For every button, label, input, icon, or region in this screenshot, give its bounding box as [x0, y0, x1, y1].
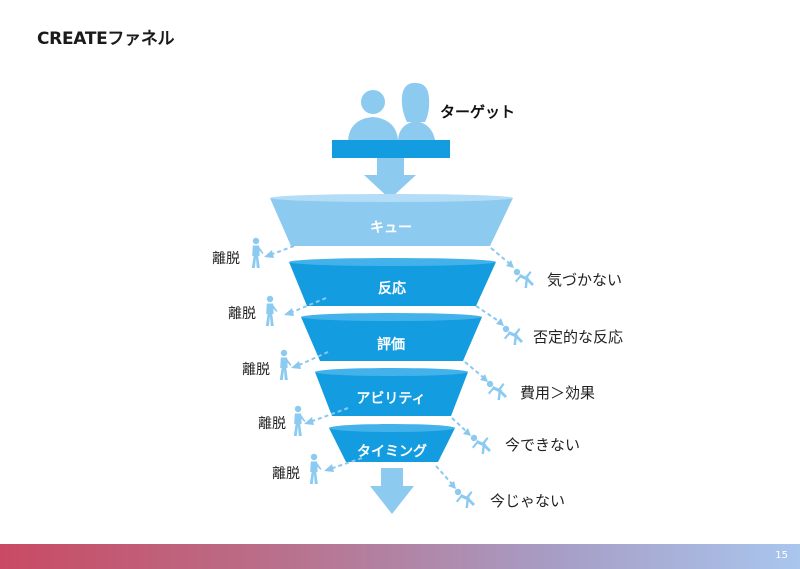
- stage-label-reaction: 反応: [378, 281, 406, 297]
- right-dashed-arrow: [475, 305, 501, 323]
- slide-title: CREATEファネル: [37, 29, 175, 49]
- left-dashed-arrow: [269, 245, 295, 256]
- leave-label: 離脱: [272, 466, 300, 482]
- walking-person-icon: [251, 237, 264, 268]
- funnel-segment-ability: [315, 368, 468, 416]
- leave-label: 離脱: [258, 416, 286, 432]
- footer-bar: 15: [0, 544, 800, 569]
- reason-label: 今じゃない: [490, 492, 566, 510]
- right-dashed-arrow: [435, 465, 453, 485]
- people-icon: [348, 82, 435, 140]
- funnel-segment-reaction: [289, 258, 496, 306]
- stage-label-ability: アビリティ: [356, 391, 426, 407]
- walking-person-icon: [279, 349, 292, 380]
- right-dashed-arrow: [451, 417, 468, 433]
- right-dashed-arrow: [464, 361, 485, 379]
- falling-person-icon: [513, 268, 534, 288]
- reason-label: 否定的な反応: [533, 328, 624, 346]
- leave-label: 離脱: [242, 362, 270, 378]
- stage-label-cue: キュー: [370, 220, 412, 236]
- walking-person-icon: [293, 405, 306, 436]
- stage-label-timing: タイミング: [357, 444, 427, 460]
- falling-person-icon: [454, 488, 475, 508]
- bottom-down-arrow-icon: [370, 468, 414, 514]
- walking-person-icon: [265, 295, 278, 326]
- reason-label: 今できない: [505, 436, 581, 454]
- page-number: 15: [775, 550, 788, 561]
- reason-label: 費用＞効果: [520, 384, 596, 402]
- falling-person-icon: [502, 325, 523, 345]
- stage-label-evaluation: 評価: [377, 337, 405, 353]
- leave-label: 離脱: [212, 251, 240, 267]
- funnel-segment-cue: [270, 194, 513, 246]
- leave-label: 離脱: [228, 306, 256, 322]
- left-dashed-arrow: [329, 457, 363, 470]
- down-arrow-icon: [364, 158, 416, 199]
- funnel-diagram: [251, 82, 534, 514]
- reason-label: 気づかない: [547, 271, 623, 289]
- funnel-segment-evaluation: [301, 313, 482, 361]
- target-label: ターゲット: [440, 103, 516, 121]
- funnel-segment-timing: [329, 424, 455, 462]
- target-bar: [332, 140, 450, 158]
- left-dashed-arrow: [296, 351, 329, 367]
